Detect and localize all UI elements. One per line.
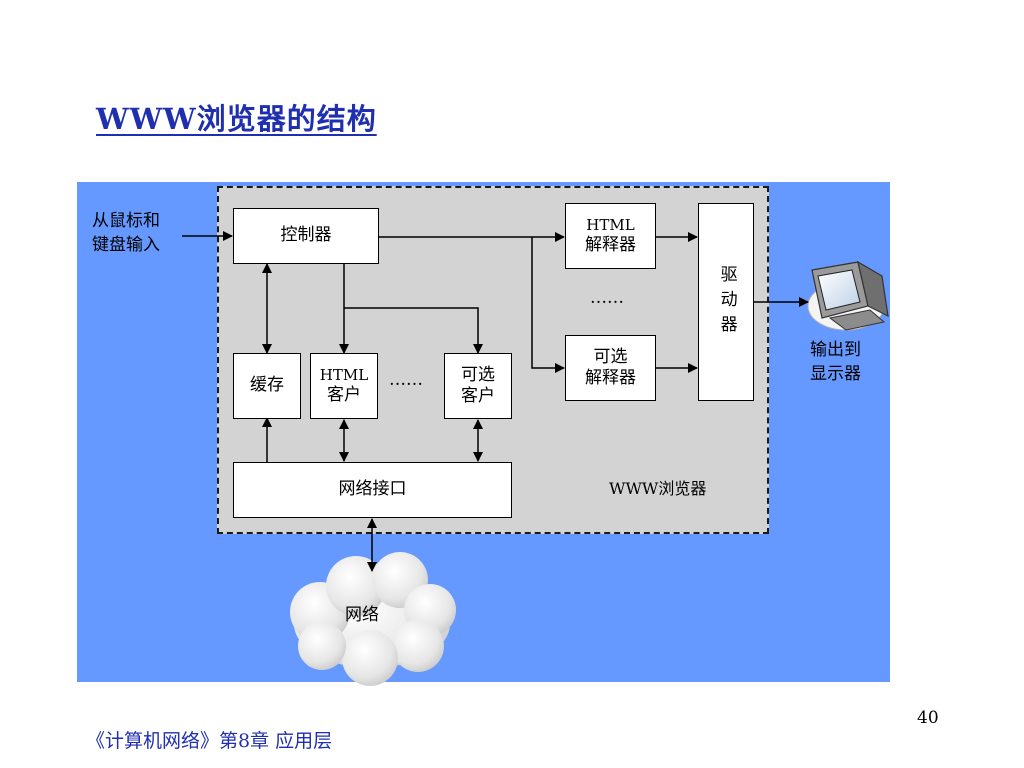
- interpreter-ellipsis: ……: [590, 288, 624, 308]
- network-cloud-label: 网络: [345, 605, 379, 625]
- input-label: 从鼠标和 键盘输入: [92, 211, 160, 255]
- page-number: 40: [917, 708, 939, 728]
- optional-client-box: 可选客户: [444, 353, 512, 419]
- client-ellipsis: ……: [389, 370, 423, 390]
- controller-box: 控制器: [233, 208, 379, 264]
- driver-box: 驱动器: [698, 203, 754, 401]
- optional-interpreter-box: 可选解释器: [565, 335, 656, 401]
- output-label: 输出到 显示器: [810, 340, 861, 384]
- footer-course: 《计算机网络》第8章 应用层: [86, 730, 333, 752]
- browser-label: WWW浏览器: [609, 479, 707, 498]
- slide-title: WWW浏览器的结构: [96, 102, 377, 136]
- network-interface-box: 网络接口: [233, 462, 512, 518]
- cache-box: 缓存: [233, 353, 301, 419]
